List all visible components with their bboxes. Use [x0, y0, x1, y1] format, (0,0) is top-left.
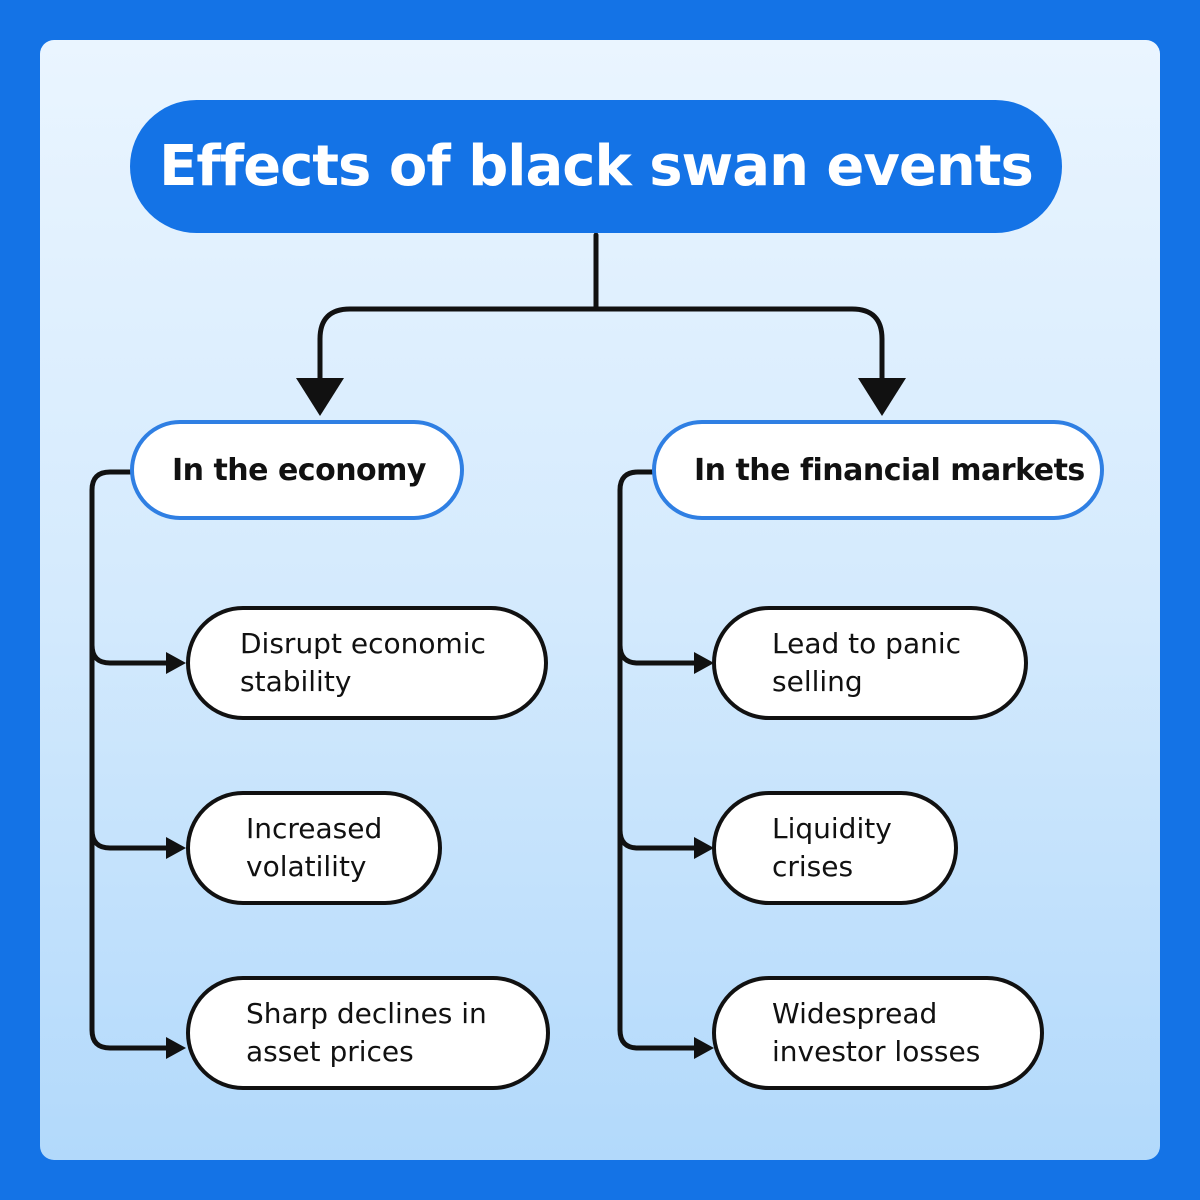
left-tree-connector	[89, 469, 171, 1051]
effect-label-line2: volatility	[246, 850, 367, 883]
effect-node-disrupt-economic-stability: Disrupt economic stability	[186, 606, 548, 720]
category-node-economy: In the economy	[130, 420, 464, 520]
title-node: Effects of black swan events	[130, 100, 1062, 233]
effect-label-line2: selling	[772, 665, 863, 698]
effect-node-sharp-declines: Sharp declines in asset prices	[186, 976, 550, 1090]
arrow-right-r1	[694, 652, 714, 674]
category-label: In the financial markets	[694, 452, 1085, 488]
arrow-right-r3	[694, 1037, 714, 1059]
diagram-title: Effects of black swan events	[159, 134, 1034, 199]
arrow-down-right	[858, 378, 906, 416]
effect-label-line2: investor losses	[772, 1035, 981, 1068]
effect-label-line2: crises	[772, 850, 854, 883]
effect-node-investor-losses: Widespread investor losses	[712, 976, 1044, 1090]
effect-label-line1: Lead to panic	[772, 627, 962, 660]
arrow-right-l3	[166, 1037, 186, 1059]
effect-label-line1: Increased	[246, 812, 383, 845]
effect-label-line1: Disrupt economic	[240, 627, 486, 660]
effect-node-increased-volatility: Increased volatility	[186, 791, 442, 905]
arrow-right-r2	[694, 837, 714, 859]
right-tree-connector	[617, 469, 699, 1051]
effect-label-line1: Widespread	[772, 997, 938, 1030]
effect-label-line2: asset prices	[246, 1035, 414, 1068]
category-label: In the economy	[172, 452, 426, 488]
arrow-right-l2	[166, 837, 186, 859]
effect-label-line1: Liquidity	[772, 812, 892, 845]
split-connector	[317, 232, 885, 383]
effect-label-line1: Sharp declines in	[246, 997, 487, 1030]
arrow-down-left	[296, 378, 344, 416]
arrow-right-l1	[166, 652, 186, 674]
effect-node-panic-selling: Lead to panic selling	[712, 606, 1028, 720]
effect-label-line2: stability	[240, 665, 352, 698]
category-node-financial-markets: In the financial markets	[652, 420, 1104, 520]
effect-node-liquidity-crises: Liquidity crises	[712, 791, 958, 905]
